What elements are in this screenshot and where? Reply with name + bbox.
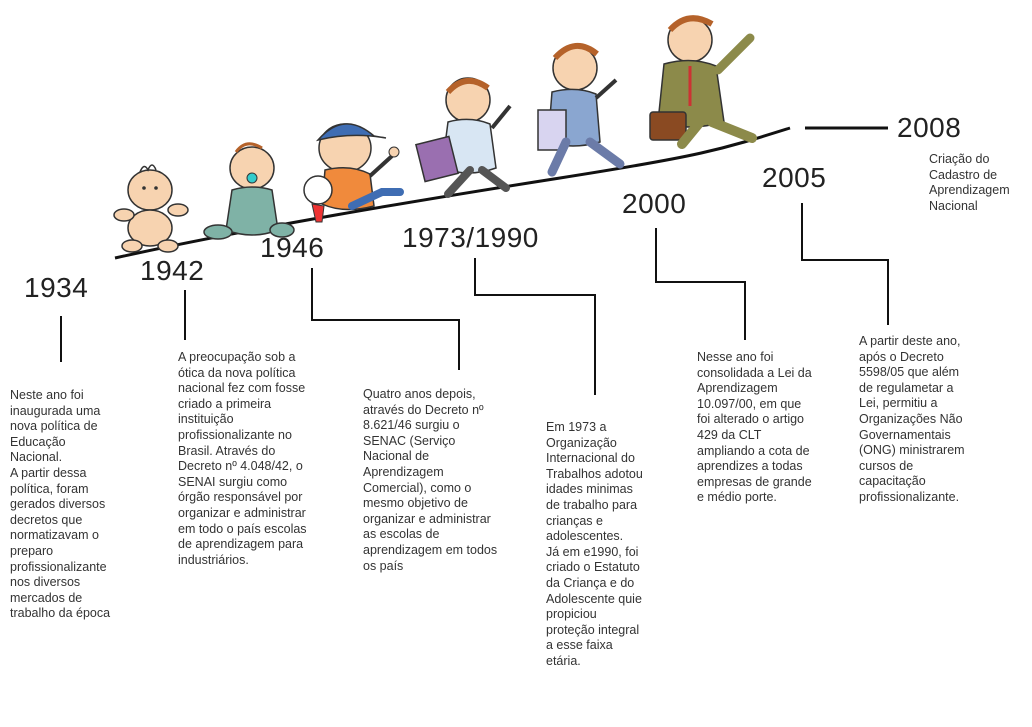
adult-businessman-figure-icon: [649, 15, 757, 149]
description-2005: A partir deste ano, após o Decreto 5598/…: [859, 334, 965, 504]
teen-figure-icon: [414, 77, 512, 198]
baby-figure-icon: [113, 164, 189, 253]
connector-1973-1990: [474, 258, 596, 395]
description-1934: Neste ano foi inaugurada uma nova políti…: [10, 388, 111, 621]
description-2008: Criação do Cadastro de Aprendizagem Naci…: [929, 152, 1010, 213]
young-adult-figure-icon: [537, 43, 625, 177]
year-1934: 1934: [24, 272, 89, 303]
year-1942: 1942: [140, 255, 205, 286]
year-2005: 2005: [762, 162, 827, 193]
description-1946: Quatro anos depois, através do Decreto n…: [363, 387, 498, 573]
toddler-figure-icon: [203, 142, 295, 240]
connector-2005: [801, 203, 889, 325]
connector-2000: [655, 228, 746, 340]
connector-1946: [311, 268, 460, 370]
year-1973-1990: 1973/1990: [402, 222, 539, 253]
description-1942: A preocupação sob a ótica da nova políti…: [178, 350, 307, 567]
description-1973-1990: Em 1973 a Organização Internacional do T…: [546, 420, 643, 668]
year-1946: 1946: [260, 232, 325, 263]
child-figure-icon: [303, 123, 404, 223]
year-2000: 2000: [622, 188, 687, 219]
description-2000: Nesse ano foi consolidada a Lei da Apren…: [697, 350, 812, 505]
year-2008: 2008: [897, 112, 962, 143]
